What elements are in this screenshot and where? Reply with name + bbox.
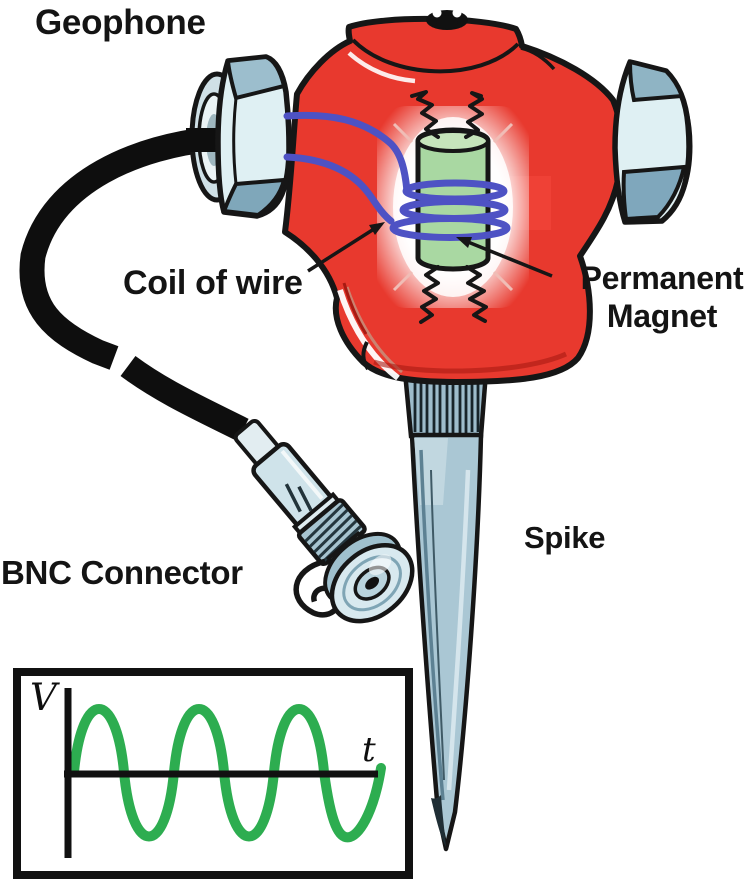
coil-lead-wire-top	[283, 111, 411, 195]
magnet-arrow-head	[456, 237, 472, 248]
right-nut-bottom-facet	[621, 164, 687, 222]
suspension-springs	[410, 90, 488, 324]
bnc-body-slash	[284, 483, 313, 513]
cable-end-stub	[186, 128, 216, 152]
bnc-flange-ring	[342, 555, 402, 612]
left-nut-bottom-facet	[221, 177, 287, 218]
spike-label: Spike	[524, 520, 606, 555]
coil-loop-3	[389, 215, 511, 241]
magnet-top-face	[416, 129, 490, 153]
foot-bottom-band	[373, 351, 568, 374]
spring-top-left	[410, 90, 440, 139]
waist-shadow-line	[342, 282, 368, 335]
body-rim-highlight	[347, 51, 416, 84]
spring-top-right	[464, 91, 484, 139]
hole-notch-left	[432, 8, 442, 18]
bnc-center-pin	[365, 576, 380, 590]
waveform-inset	[13, 668, 413, 879]
cable-lower-segment	[120, 355, 249, 442]
bnc-knurl-ridges	[304, 503, 362, 563]
permanent-magnet-label: Permanent Magnet	[552, 259, 750, 335]
bnc-flange-highlight	[368, 554, 392, 576]
coil-arrow-head	[369, 222, 385, 235]
spike-tip-shadow	[431, 795, 446, 847]
spike-left-shade	[419, 449, 445, 801]
magnet-arrow-line	[467, 240, 553, 278]
magnet-assembly	[283, 90, 551, 324]
bnc-body-highlight	[280, 449, 324, 500]
geophone-label: Geophone	[35, 3, 206, 42]
spring-bottom-left	[419, 265, 440, 324]
coil-arrow-line	[307, 227, 375, 273]
left-hex-nut	[186, 54, 292, 219]
glow-corner-ticks	[392, 122, 514, 292]
coil-lead-wire-bottom	[283, 153, 395, 225]
bnc-bayonet-hook	[293, 558, 342, 618]
t-axis-label: t	[362, 730, 376, 770]
hole-center	[436, 15, 458, 29]
bnc-connector-label: BNC Connector	[1, 554, 243, 591]
right-nut-top-facet	[627, 59, 685, 103]
spike-right-highlight	[446, 469, 471, 791]
foot-corner-crease	[361, 341, 370, 371]
right-hex-nut	[612, 59, 693, 225]
coil-of-wire-label: Coil of wire	[123, 264, 303, 302]
cable-graphic	[19, 126, 249, 442]
annotation-arrows	[307, 222, 553, 278]
hole-notch-right	[452, 8, 462, 18]
left-nut-face-edge	[232, 97, 238, 185]
cable-upper-arc	[19, 126, 215, 370]
spike-graphic	[402, 369, 489, 852]
v-axis-label: V	[30, 676, 57, 719]
bnc-connector-graphic	[233, 418, 415, 624]
left-nut-top-facet	[225, 54, 287, 101]
body-right-crease	[520, 46, 556, 71]
coil-graphic	[283, 111, 511, 241]
spring-bottom-right	[465, 265, 488, 323]
permanent-magnet-label-line2: Magnet	[606, 298, 718, 334]
permanent-magnet-label-line1: Permanent	[580, 260, 744, 296]
body-cap-rim	[351, 38, 520, 74]
spike-mid-line	[430, 469, 445, 781]
waist-highlight-white	[337, 289, 400, 381]
